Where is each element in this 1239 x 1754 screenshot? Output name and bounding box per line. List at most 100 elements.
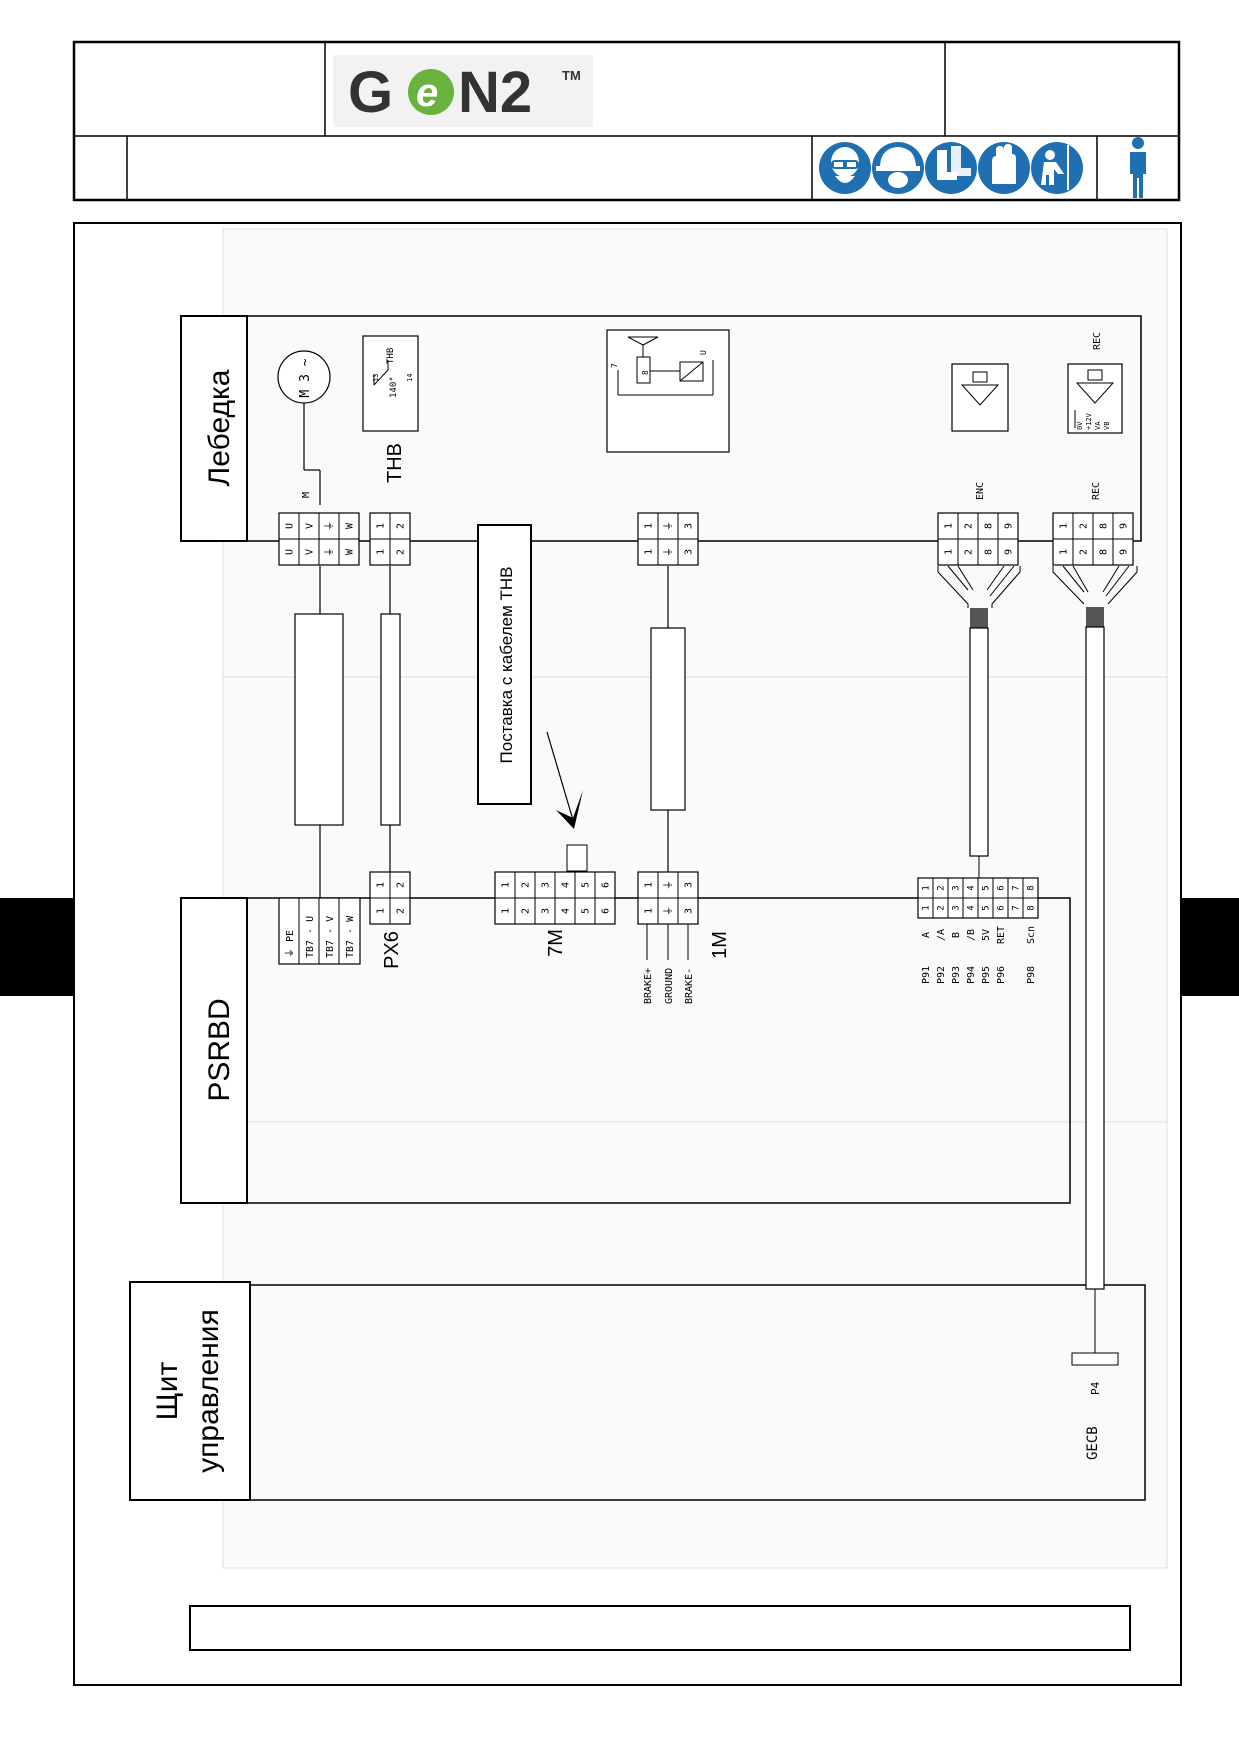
7m-connector-pin: 1	[501, 882, 512, 888]
control-panel-block	[129, 1281, 1146, 1501]
gen2-logo: G e N2 TM	[333, 55, 593, 127]
rec-connector-pin: 1	[1059, 523, 1070, 529]
terminal-brake-plus: BRAKE+	[643, 968, 654, 1004]
signal-label: /A	[936, 929, 947, 941]
winch-block	[180, 315, 1142, 542]
enc-connector-pin: 9	[1004, 523, 1015, 529]
signal-label: /B	[966, 929, 977, 941]
p9-connector-pin: 4	[967, 885, 977, 890]
enc-connector-pin: 2	[964, 549, 975, 555]
psrbd-title: PSRBD	[203, 998, 236, 1101]
winch-title: Лебедка	[203, 369, 236, 486]
brake-pin-7: 7	[610, 363, 619, 368]
safety-glasses-icon	[819, 142, 871, 194]
panel-title-line2: управления	[192, 1309, 225, 1473]
logo-e-circle	[408, 69, 454, 115]
receiver-pin-vb: VB	[1103, 422, 1111, 430]
signal-label: Scn	[1026, 926, 1037, 944]
safety-icons	[819, 142, 1083, 194]
motor-connector-pin: U	[285, 523, 296, 529]
p9-connector-pin: 7	[1012, 905, 1022, 910]
1m-label: 1M	[709, 931, 731, 959]
brake-connector-pin: ⏚	[663, 521, 675, 531]
terminal-tb7-w: TB7 - W	[345, 915, 356, 958]
right-edge-tab	[1181, 898, 1239, 996]
motor-connector-pin: V	[305, 523, 316, 529]
enc-connector-pin: 1	[944, 523, 955, 529]
terminal-ground: GROUND	[664, 968, 675, 1004]
brake-connector-pin: 3	[684, 523, 695, 529]
motor-symbol: M 3 ~ M	[277, 350, 331, 505]
safety-boots-icon	[925, 142, 977, 194]
terminal-pe: ⏚ PE	[284, 930, 296, 958]
title-block	[72, 40, 1181, 202]
brake-connector: 11⏚⏚33	[637, 512, 699, 566]
psrbd-brake-wires: BRAKE+ GROUND BRAKE-	[643, 924, 695, 1004]
p9-connector-pin: 2	[937, 885, 947, 890]
signal-pin-label: P91	[921, 966, 932, 984]
brake-pin-8: 8	[641, 370, 650, 375]
enc-connector-pin: 1	[944, 549, 955, 555]
1m-connector: 11⏚⏚33	[637, 871, 699, 925]
7m-connector-pin: 6	[601, 908, 612, 914]
1m-connector-pin: 3	[684, 882, 695, 888]
terminal-tb7-u: TB7 - U	[305, 916, 316, 958]
brake-connector-pin: 3	[684, 549, 695, 555]
receiver-pin-12v: +12V	[1085, 412, 1093, 430]
enc-connector-pin: 2	[964, 523, 975, 529]
7m-connector-pin: 5	[581, 882, 592, 888]
receiver-symbol: 0V +12V VA VB REC REC	[1067, 332, 1123, 500]
callout-text: Поставка с кабелем THB	[497, 567, 516, 764]
logo-letter-e: e	[416, 71, 438, 115]
p9-connector-pin: 7	[1012, 885, 1022, 890]
7m-label: 7M	[545, 929, 567, 957]
signal-label: A	[921, 932, 932, 938]
signal-label: B	[951, 932, 962, 938]
7m-connector-pin: 3	[541, 908, 552, 914]
signal-pin-label: P92	[936, 966, 947, 984]
worker-figure-icon	[1130, 137, 1146, 198]
terminal-brake-minus: BRAKE-	[684, 968, 695, 1004]
7m-connector-pin: 1	[501, 908, 512, 914]
7m-connector-pin: 5	[581, 908, 592, 914]
hard-hat-icon	[872, 142, 924, 194]
rec-connector-pin: 2	[1079, 549, 1090, 555]
signal-pin-label: P96	[996, 966, 1007, 984]
px6-connector-pin: 1	[376, 908, 387, 914]
p9-connector-pin: 8	[1027, 905, 1037, 910]
p9-connector-pin: 5	[982, 885, 992, 890]
thb-connector-pin: 1	[376, 523, 387, 529]
motor-connector-pin: W	[345, 548, 356, 555]
thb-connector-pin: 2	[396, 549, 407, 555]
thb-connector-pin: 2	[396, 523, 407, 529]
7m-connector-pin: 2	[521, 908, 532, 914]
motor-connector-pin: ⏚	[324, 547, 336, 557]
thermal-box-tag: THB	[386, 348, 396, 364]
rec-connector-pin: 9	[1119, 523, 1130, 529]
1m-connector-pin: ⏚	[663, 880, 675, 890]
signal-pin-label: P94	[966, 966, 977, 984]
motor-connector-pin: W	[345, 522, 356, 529]
rec-connector-pin: 9	[1119, 549, 1130, 555]
psrbd-motor-terminals: ⏚ PE TB7 - U TB7 - V TB7 - W	[278, 897, 361, 965]
receiver-pin-va: VA	[1094, 421, 1102, 430]
cables	[294, 565, 1138, 1353]
motor-connector-pin: U	[285, 549, 296, 555]
receiver-tag-top: REC	[1092, 332, 1103, 350]
motor-connector-pin: ⏚	[324, 521, 336, 531]
p9-connector-pin: 6	[997, 885, 1007, 890]
px6-connector-pin: 2	[396, 908, 407, 914]
motor-tag: M	[301, 492, 312, 498]
footer-box	[189, 1605, 1131, 1651]
gecb-board: P4 GECB	[1071, 1352, 1119, 1460]
receiver-tag-conn: REC	[1091, 482, 1102, 500]
7m-connector-pin: 4	[561, 908, 572, 914]
thermal-switch-symbol: 140° THB 13 14	[362, 335, 419, 432]
